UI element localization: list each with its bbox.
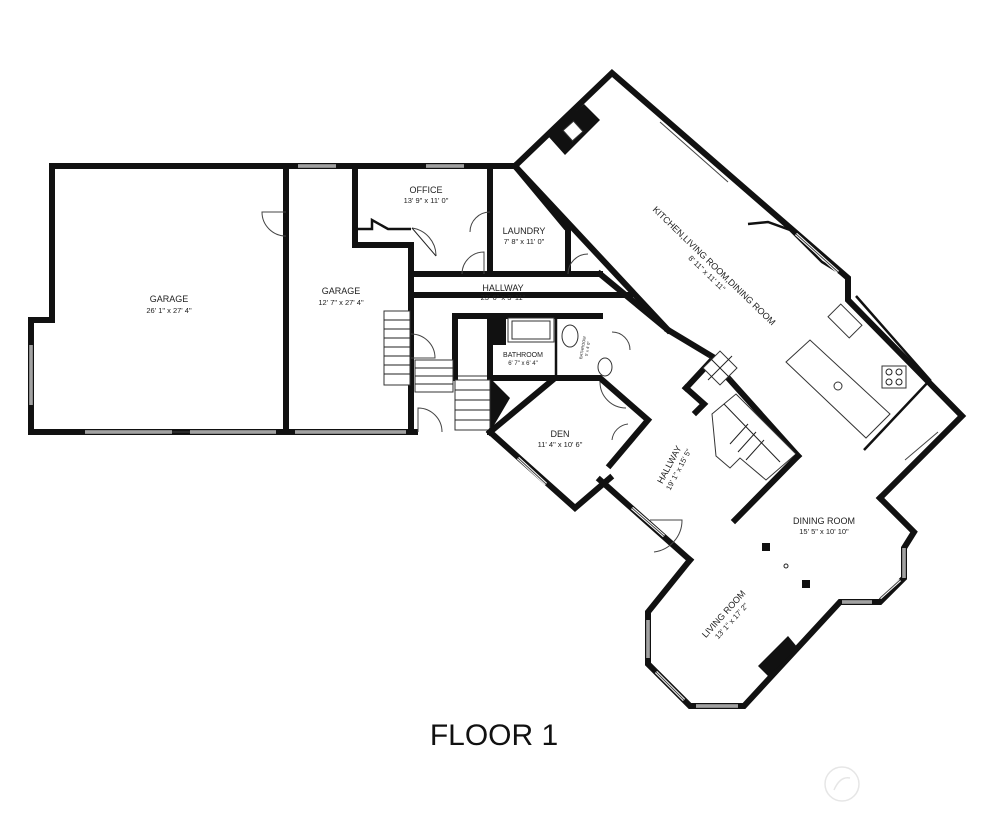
label-bathroom-dims: 6' 7" x 6' 4" [508,361,538,367]
garage-walls [28,163,508,435]
bathroom-walls [414,313,631,435]
living-dining-walls [645,493,918,709]
floor-title: FLOOR 1 [430,719,558,752]
label-garage-large-dims: 26' 1" x 27' 4" [146,306,192,315]
label-small-bathroom-name: BATHROOM [578,336,587,359]
label-dining-dims: 15' 5" x 10' 10" [799,527,849,536]
label-hallway-upper-name: HALLWAY [482,283,523,293]
lower-hallway-walls [595,475,695,565]
label-hallway-upper-dims: 23' 6" x 3' 11" [481,293,526,302]
label-dining-name: DINING ROOM [793,516,855,526]
label-den-dims: 11' 4" x 10' 6" [538,440,583,449]
label-garage-small-name: GARAGE [322,286,361,296]
label-office-name: OFFICE [410,185,443,195]
label-small-bathroom-dims: 5' x 4' 0" [584,340,592,356]
den-walls [485,375,653,512]
office-laundry-walls [352,161,673,381]
label-laundry-dims: 7' 8" x 11' 0" [504,237,545,246]
great-room-walls [510,68,967,525]
label-den-name: DEN [550,429,569,439]
label-garage-small-dims: 12' 7" x 27' 4" [318,298,364,307]
watermark-logo [824,766,860,802]
label-laundry-name: LAUNDRY [503,226,546,236]
label-garage-large-name: GARAGE [150,294,189,304]
label-office-dims: 13' 9" x 11' 0" [404,196,449,205]
label-bathroom-name: BATHROOM [503,352,543,359]
